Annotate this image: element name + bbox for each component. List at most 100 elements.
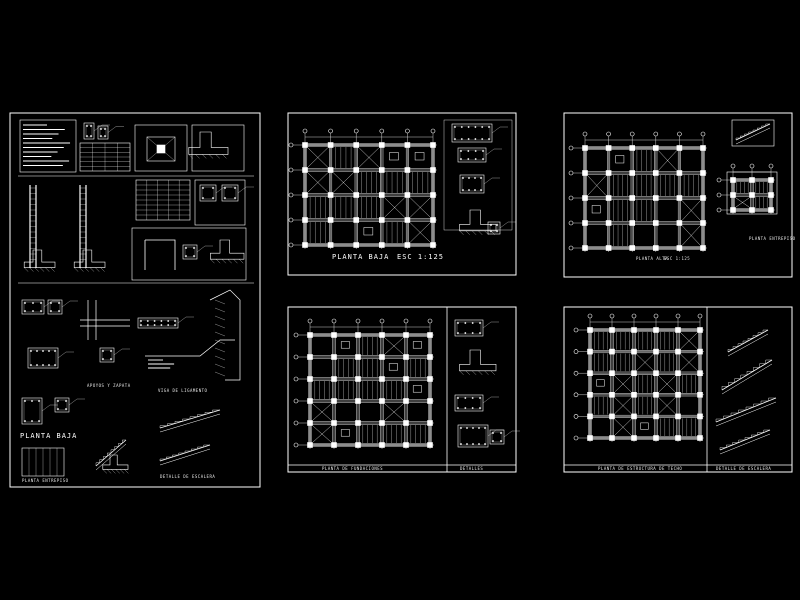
rebar-dot: [457, 407, 459, 409]
grid-bubble: [609, 313, 615, 319]
ground-hatch: [208, 154, 214, 159]
rebar-dot: [50, 310, 52, 312]
leader-line: [177, 316, 187, 324]
section-inner: [56, 399, 68, 411]
rebar-dot: [464, 397, 467, 399]
grid-bubble: [288, 242, 294, 248]
section-inner: [85, 124, 93, 138]
stair-step: [159, 458, 167, 461]
ground-hatch: [39, 267, 45, 272]
sheet4-side-title: DETALLES: [460, 466, 484, 471]
rebar-dot: [492, 432, 494, 434]
rebar-dot: [457, 397, 459, 399]
column: [353, 217, 360, 223]
column: [327, 217, 334, 223]
grid-bubble: [328, 128, 333, 134]
ground-hatch: [214, 315, 226, 321]
column: [605, 220, 612, 226]
stair-step: [761, 125, 766, 128]
slab-outline: [304, 144, 434, 246]
sheet-fundaciones[interactable]: [287, 306, 520, 473]
sheet1-planta-entrepiso-label: PLANTA ENTREPISO: [22, 478, 69, 483]
footing-section: [188, 131, 229, 155]
stair-step: [110, 449, 115, 453]
opening-diagonal: [312, 425, 332, 443]
rebar-dot: [480, 177, 482, 179]
rebar-dot: [234, 197, 236, 199]
sheet-details-left[interactable]: [9, 112, 261, 488]
column: [631, 370, 637, 377]
grid-bubble: [675, 313, 681, 319]
rebar-dot: [467, 150, 470, 152]
rebar-dot: [54, 350, 56, 352]
stair-step: [752, 129, 758, 132]
sheet-planta-baja[interactable]: [287, 112, 517, 276]
rebar-dot: [31, 400, 33, 402]
rebar-dot: [57, 400, 59, 402]
stair-step: [212, 409, 220, 413]
rebar-dot: [48, 350, 50, 352]
opening-diagonal: [658, 376, 676, 392]
label-box: [414, 152, 425, 161]
rebar-dot: [160, 320, 163, 322]
column: [403, 376, 409, 382]
joint-detail: [80, 300, 130, 340]
rebar-dot: [42, 364, 44, 366]
opening-diagonal: [614, 419, 632, 436]
rebar-dot: [472, 443, 474, 445]
sheet-estructura-techo[interactable]: [563, 306, 793, 473]
rebar-dot: [480, 189, 482, 191]
column: [403, 354, 409, 360]
rebar-dot: [104, 128, 106, 130]
grid-bubble: [573, 349, 579, 354]
stair-step: [114, 446, 119, 450]
ground-hatch: [124, 469, 129, 474]
label-box: [388, 363, 398, 371]
rebar-dot: [140, 324, 142, 326]
sheet-planta-alta[interactable]: [563, 112, 793, 278]
column: [629, 195, 636, 201]
stair-step: [753, 403, 761, 407]
stair-step: [203, 444, 210, 447]
stair-step: [759, 363, 766, 368]
rebar-dot: [86, 125, 88, 127]
stair-step: [178, 452, 185, 455]
stair-step: [118, 443, 123, 447]
grid-bubble: [307, 318, 313, 324]
ground-hatch: [490, 370, 495, 375]
details-frame: [443, 119, 513, 231]
ground-hatch: [459, 230, 464, 235]
slab-outline: [589, 329, 701, 439]
column: [605, 170, 612, 176]
stair-step: [768, 397, 776, 401]
leader-line: [113, 348, 123, 356]
stair-footing: [102, 454, 129, 470]
label-box: [340, 341, 350, 349]
ground-hatch: [34, 267, 39, 272]
rebar-dot: [460, 443, 462, 445]
column: [609, 413, 615, 420]
grid-bubble: [302, 128, 308, 134]
footing-plan: [146, 136, 176, 162]
stair-step: [757, 332, 763, 336]
ground-hatch: [214, 371, 226, 377]
rebar-dot: [50, 302, 52, 304]
opening-diagonal: [384, 197, 405, 218]
ground-hatch: [471, 230, 477, 235]
ground-hatch: [107, 469, 112, 474]
rebar-dot: [104, 135, 106, 137]
grid-bubble: [631, 313, 637, 319]
rebar-dot: [464, 407, 467, 409]
sheet5-title: PLANTA DE ESTRUCTURA DE TECHO: [598, 466, 683, 471]
stair-step: [753, 367, 760, 372]
section-inner: [49, 301, 61, 313]
rebar-dot: [471, 332, 474, 334]
ground-hatch: [478, 230, 483, 235]
column: [378, 167, 385, 173]
ground-hatch: [214, 323, 226, 329]
rebar-dot: [479, 332, 481, 334]
footing-section: [459, 209, 497, 232]
rebar-dot: [36, 364, 38, 366]
column: [653, 370, 659, 377]
ground-hatch: [100, 267, 105, 272]
